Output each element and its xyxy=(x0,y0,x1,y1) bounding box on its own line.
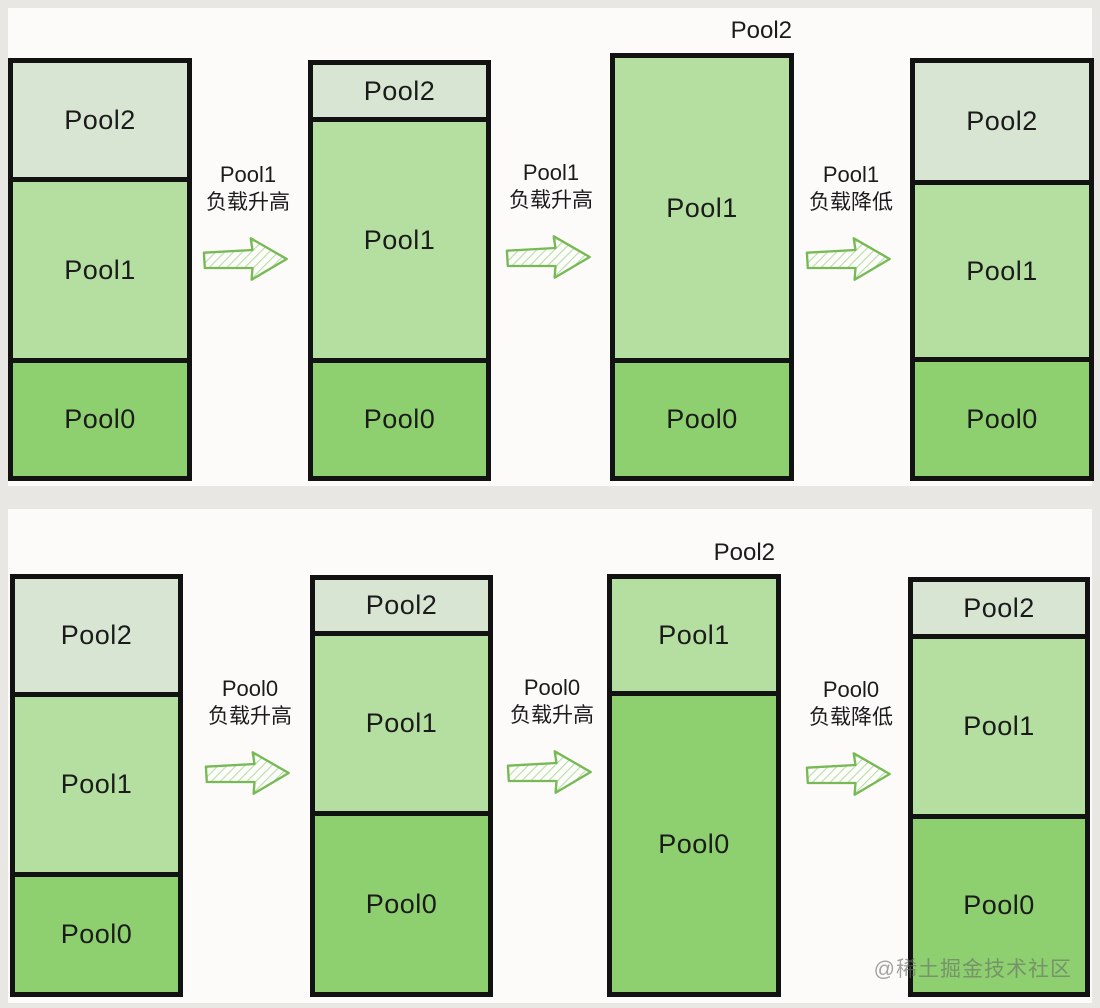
pool1-segment: Pool1 xyxy=(13,182,187,363)
pool1-segment: Pool1 xyxy=(315,636,488,816)
pool0-segment: Pool0 xyxy=(612,696,776,992)
pool0-segment: Pool0 xyxy=(313,363,486,476)
arrow-right-icon xyxy=(202,237,288,281)
transition-pool-label: Pool1 xyxy=(219,162,277,187)
site-watermark: @稀土掘金技术社区 xyxy=(873,958,1072,981)
segment-label: Pool0 xyxy=(365,888,438,919)
segment-label: Pool2 xyxy=(966,106,1038,136)
segment-label: Pool1 xyxy=(658,619,730,650)
segment-label: Pool2 xyxy=(64,104,136,135)
pool1-segment: Pool1 xyxy=(15,697,178,877)
segment-label: Pool0 xyxy=(64,404,136,434)
arrow-right-icon xyxy=(204,751,290,795)
segment-label: Pool1 xyxy=(64,254,136,285)
segment-label: Pool1 xyxy=(60,769,133,799)
transition-pool-label: Pool1 xyxy=(522,160,580,185)
pool-stack: Pool1 Pool0 xyxy=(607,574,781,997)
pool-stack: Pool2 Pool1 Pool0 xyxy=(10,574,183,997)
pool1-segment: Pool1 xyxy=(313,122,486,363)
pool2-segment: Pool2 xyxy=(913,582,1085,639)
pool2-overflow-label-top: Pool2 xyxy=(730,17,792,44)
transition-annotation: Pool1 负载升高 xyxy=(489,160,613,292)
pool0-segment: Pool0 xyxy=(13,363,187,476)
pool1-segment: Pool1 xyxy=(913,639,1085,819)
pool0-segment: Pool0 xyxy=(615,363,789,476)
transition-pool-label: Pool0 xyxy=(822,677,880,702)
segment-label: Pool0 xyxy=(666,404,738,434)
segment-label: Pool2 xyxy=(363,75,436,106)
pool2-segment: Pool2 xyxy=(915,63,1089,185)
pool-stack: Pool2 Pool1 Pool0 xyxy=(8,58,192,481)
pool-stack: Pool2 Pool1 Pool0 xyxy=(910,58,1094,481)
segment-label: Pool0 xyxy=(658,828,730,859)
pool0-segment: Pool0 xyxy=(315,816,488,992)
pool0-segment: Pool0 xyxy=(15,877,178,992)
transition-annotation: Pool0 负载升高 xyxy=(490,675,614,807)
segment-label: Pool2 xyxy=(963,592,1035,623)
transition-pool-label: Pool0 xyxy=(523,675,581,700)
arrow-right-icon xyxy=(805,237,891,281)
segment-label: Pool1 xyxy=(666,192,738,223)
segment-label: Pool2 xyxy=(60,620,133,650)
pool1-segment: Pool1 xyxy=(915,185,1089,362)
transition-annotation: Pool0 负载升高 xyxy=(188,676,312,808)
pool-stack: Pool2 Pool1 Pool0 xyxy=(908,577,1090,997)
transition-annotation: Pool1 负载降低 xyxy=(789,162,913,294)
pool-stack: Pool2 Pool1 Pool0 xyxy=(310,575,493,997)
pool2-segment: Pool2 xyxy=(315,580,488,636)
segment-label: Pool2 xyxy=(365,590,438,620)
pool1-segment: Pool1 xyxy=(615,58,789,363)
pool2-segment: Pool2 xyxy=(313,65,486,122)
segment-label: Pool0 xyxy=(363,404,436,434)
transition-change-label: 负载升高 xyxy=(206,191,290,214)
transition-change-label: 负载升高 xyxy=(510,704,594,727)
transition-pool-label: Pool0 xyxy=(221,676,279,701)
segment-label: Pool0 xyxy=(966,403,1038,434)
pool-stack: Pool1 Pool0 xyxy=(610,53,794,481)
pool2-segment: Pool2 xyxy=(13,63,187,182)
transition-pool-label: Pool1 xyxy=(822,162,880,187)
transition-annotation: Pool0 负载降低 xyxy=(789,677,913,809)
arrow-right-icon xyxy=(805,752,891,796)
arrow-right-icon xyxy=(505,235,591,279)
segment-label: Pool0 xyxy=(60,919,133,949)
transition-change-label: 负载降低 xyxy=(809,706,893,729)
segment-label: Pool1 xyxy=(963,711,1035,741)
transition-change-label: 负载降低 xyxy=(809,191,893,214)
segment-label: Pool1 xyxy=(365,708,438,738)
segment-label: Pool1 xyxy=(966,255,1038,286)
transition-annotation: Pool1 负载升高 xyxy=(186,162,310,294)
pool-stack: Pool2 Pool1 Pool0 xyxy=(308,60,491,481)
pool0-segment: Pool0 xyxy=(913,819,1085,992)
arrow-right-icon xyxy=(506,750,592,794)
segment-label: Pool0 xyxy=(963,890,1035,920)
pool0-segment: Pool0 xyxy=(915,362,1089,476)
pool1-segment: Pool1 xyxy=(612,579,776,696)
transition-change-label: 负载升高 xyxy=(509,189,593,212)
pool2-overflow-label-bottom: Pool2 xyxy=(713,539,775,566)
transition-change-label: 负载升高 xyxy=(208,705,292,728)
pool2-segment: Pool2 xyxy=(15,579,178,697)
segment-label: Pool1 xyxy=(363,224,436,255)
